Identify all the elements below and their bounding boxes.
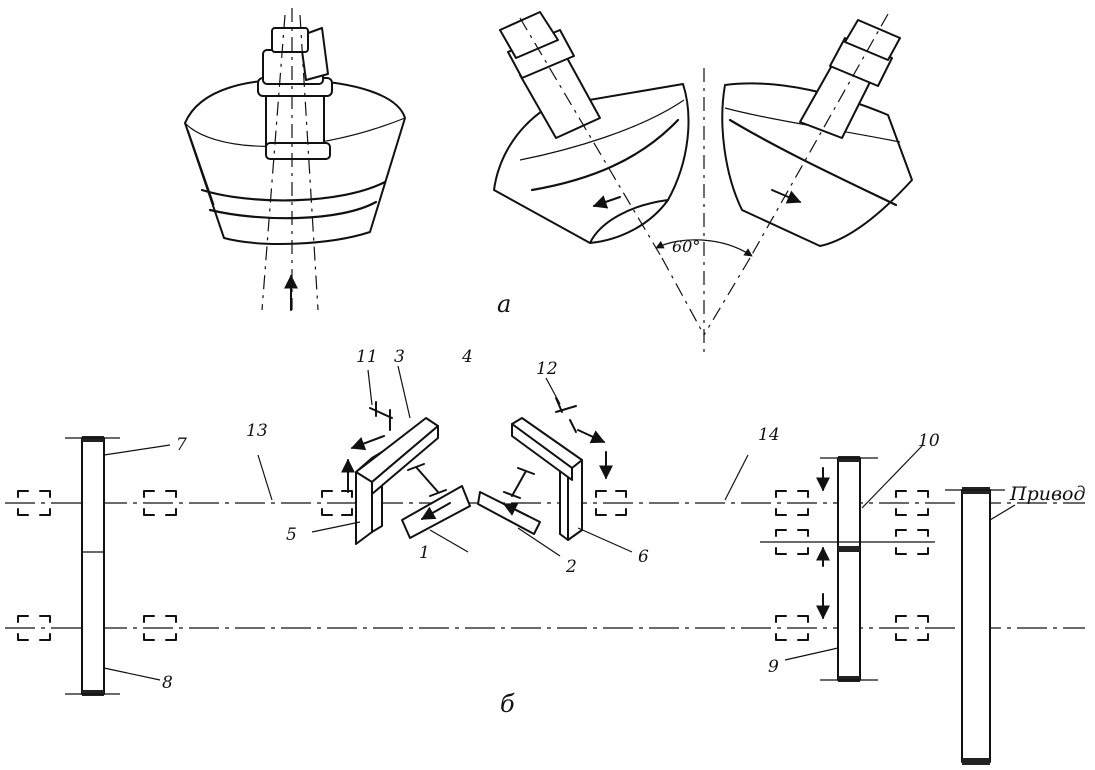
- angle-label: 60°: [672, 237, 700, 256]
- label-2: 2: [565, 557, 577, 577]
- tilted-wheel-left: [493, 11, 690, 259]
- angle-construction: 60°: [655, 68, 753, 355]
- kinematic-scheme: [5, 365, 1085, 765]
- caption-b: б: [500, 690, 515, 718]
- drive-pulley: [961, 489, 991, 763]
- label-14: 14: [758, 425, 780, 445]
- label-8: 8: [162, 673, 173, 693]
- bearings-right: [775, 490, 929, 641]
- tilted-wheel-right: [721, 13, 913, 259]
- label-9: 9: [768, 657, 779, 677]
- leader-lines: [103, 365, 1016, 681]
- label-12: 12: [536, 359, 558, 379]
- bearings-left: [17, 490, 177, 641]
- caption-a: а: [497, 290, 511, 318]
- label-7: 7: [176, 435, 187, 455]
- label-5: 5: [286, 525, 297, 545]
- label-1: 1: [419, 543, 430, 563]
- wheel-carriage-assembly: [321, 397, 627, 545]
- label-13: 13: [246, 421, 268, 441]
- label-6: 6: [638, 547, 649, 567]
- label-11: 11: [356, 347, 378, 367]
- label-4: 4: [461, 347, 473, 367]
- wheel-2: [477, 491, 541, 535]
- single-wheel-view: [184, 8, 406, 311]
- label-10: 10: [918, 431, 940, 451]
- drive-label: Привод: [1009, 483, 1086, 505]
- label-3: 3: [394, 347, 405, 367]
- pulley-9-10: [837, 457, 861, 681]
- pulley-7-8: [81, 437, 105, 695]
- single-wheel-body: [184, 78, 406, 245]
- tilted-wheel-right-body: [721, 82, 913, 247]
